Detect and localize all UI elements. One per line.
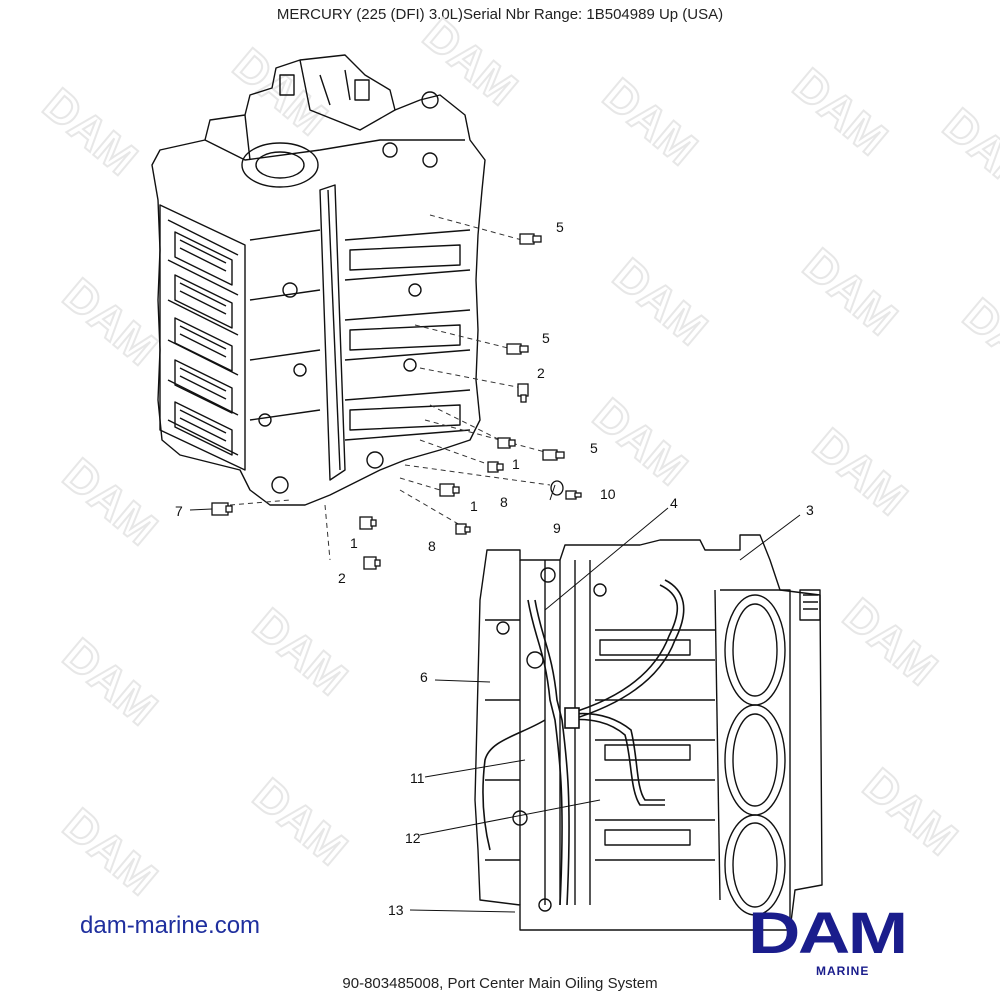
fitting-2b (363, 556, 381, 570)
clamp-9 (550, 480, 564, 496)
upper-cylinder-block (151, 54, 486, 506)
callout-10: 10 (600, 486, 616, 502)
callout-1: 1 (470, 498, 478, 514)
page-title: MERCURY (225 (DFI) 3.0L)Serial Nbr Range… (276, 6, 724, 23)
elbow-fitting-5a (519, 233, 542, 245)
watermark-text: DAM (34, 78, 148, 185)
fitting-8b (455, 523, 471, 535)
callout-labels: 5 5 2 5 1 8 10 9 1 7 1 8 2 4 3 6 11 12 1… (175, 219, 814, 918)
watermark-text: DAM (604, 248, 718, 355)
logo-wordmark: DAM (748, 901, 908, 966)
page-footer-caption: 90-803485008, Port Center Main Oiling Sy… (342, 975, 658, 992)
watermark-text: DAM (954, 288, 1000, 395)
fitting-7 (211, 502, 233, 516)
watermark-text: DAM (784, 58, 898, 165)
callout-2: 2 (338, 570, 346, 586)
fitting-1a (497, 437, 516, 449)
callout-8: 8 (428, 538, 436, 554)
watermark-text: DAM (934, 98, 1000, 205)
callout-1: 1 (350, 535, 358, 551)
callout-13: 13 (388, 902, 404, 918)
watermark-text: DAM (54, 798, 168, 905)
fitting-1b (439, 483, 460, 497)
oil-fittings (211, 233, 582, 570)
watermark-text: DAM (794, 238, 908, 345)
watermark-text: DAM (54, 268, 168, 375)
fitting-2a (517, 383, 529, 403)
logo-subtitle: MARINE (816, 964, 870, 978)
assembly-leader-lines (229, 214, 551, 561)
callout-3: 3 (806, 502, 814, 518)
callout-5: 5 (542, 330, 550, 346)
cylinder-bores (724, 594, 786, 916)
watermark-text: DAM (54, 628, 168, 735)
watermark-text: DAM (244, 598, 358, 705)
watermark-text: DAM (854, 758, 968, 865)
callout-leader-lines (189, 484, 801, 913)
callout-8: 8 (500, 494, 508, 510)
watermark-text: DAM (244, 768, 358, 875)
dam-marine-logo: DAM MARINE (748, 905, 943, 985)
elbow-fitting-5c (542, 449, 565, 461)
callout-2: 2 (537, 365, 545, 381)
callout-1: 1 (512, 456, 520, 472)
fitting-8a (487, 461, 504, 473)
oil-lines (482, 579, 685, 906)
callout-7: 7 (175, 503, 183, 519)
watermark-text: DAM (414, 8, 528, 115)
callout-6: 6 (420, 669, 428, 685)
callout-11: 11 (410, 770, 425, 786)
lower-crankcase-view (474, 534, 823, 931)
cooling-jacket-ribs (174, 231, 233, 456)
watermark-text: DAM (54, 448, 168, 555)
elbow-fitting-5b (506, 343, 529, 355)
watermark-text: DAM (584, 388, 698, 495)
watermark-text: DAM (804, 418, 918, 525)
fitting-1c (359, 516, 377, 530)
watermark-text: DAM (834, 588, 948, 695)
site-url[interactable]: dam-marine.com (80, 912, 261, 939)
callout-9: 9 (553, 520, 561, 536)
callout-5: 5 (556, 219, 564, 235)
screw-10 (565, 490, 582, 500)
watermark-text: DAM (594, 68, 708, 175)
callout-4: 4 (670, 495, 678, 511)
callout-5: 5 (590, 440, 598, 456)
callout-12: 12 (405, 830, 421, 846)
